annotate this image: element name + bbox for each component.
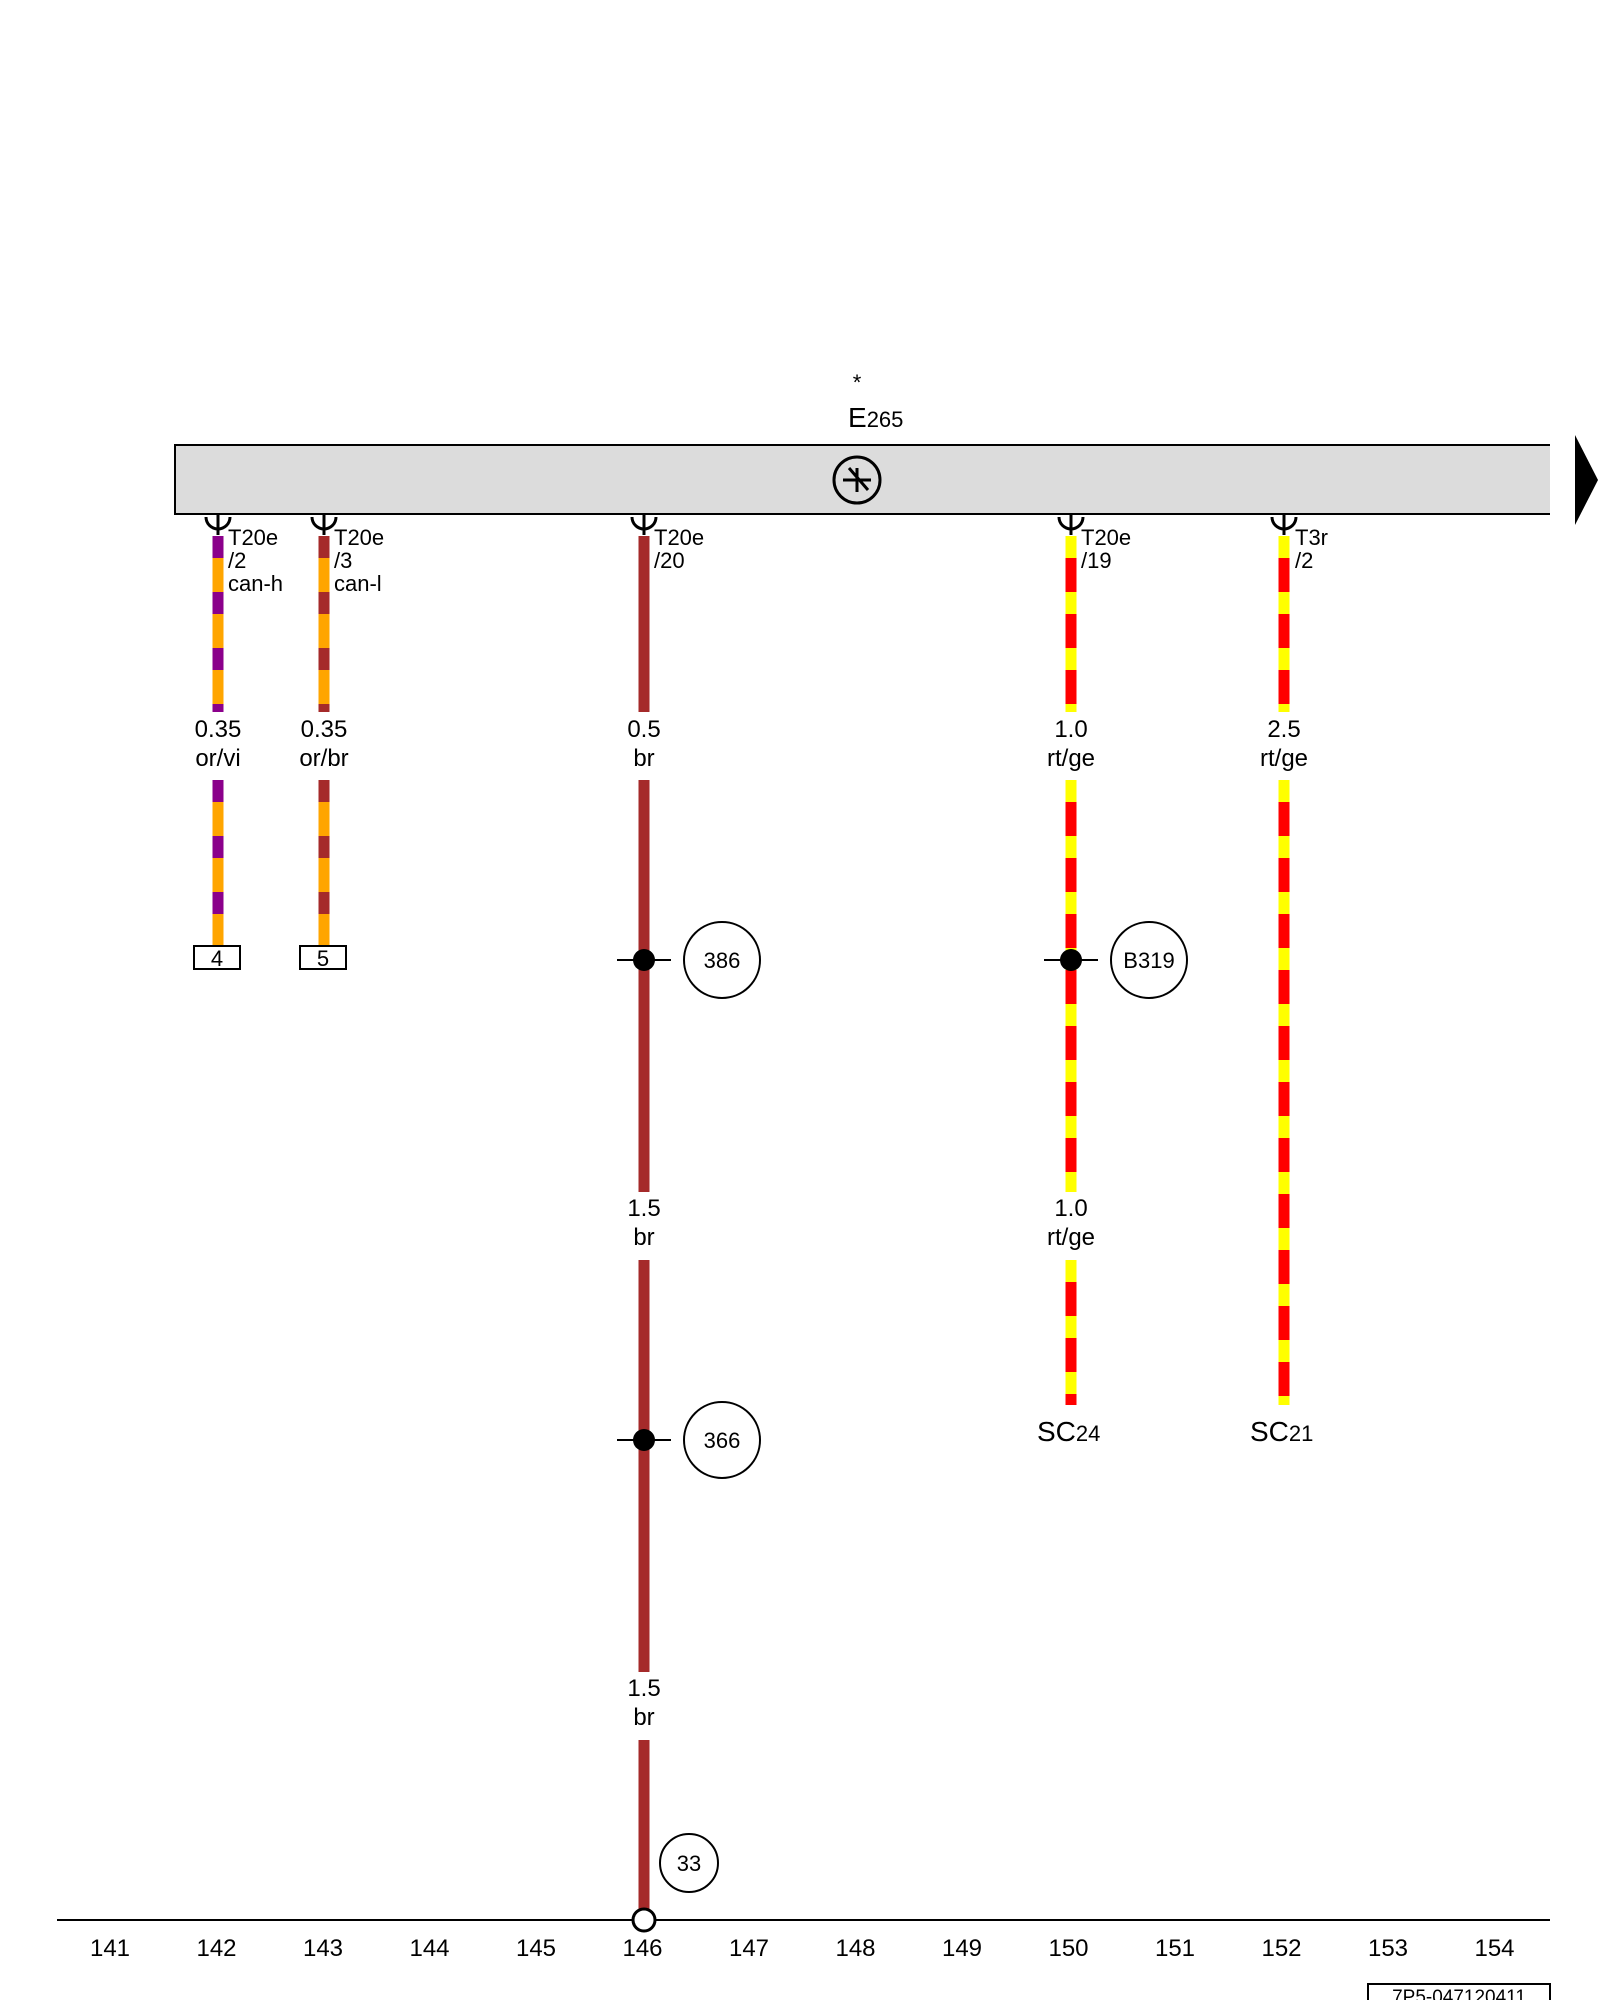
terminal-box[interactable]: [299, 945, 347, 970]
junction-number: 386: [704, 948, 741, 973]
wire-size: 2.5: [1267, 716, 1300, 743]
pin-label: /3: [334, 548, 352, 573]
wire-color: br: [633, 1224, 654, 1251]
wire-4[interactable]: T20e /19 1.0 rt/ge 1.0 rt/ge B319 SC24: [1037, 525, 1188, 1447]
terminal-number: 5: [317, 946, 329, 971]
wire-color: rt/ge: [1260, 745, 1308, 772]
wires-layer: [204, 515, 1298, 1910]
wire-color: rt/ge: [1047, 745, 1095, 772]
grid-number: 143: [303, 1935, 343, 1962]
sc-prefix: SC: [1250, 1416, 1289, 1447]
grid-number: 154: [1474, 1935, 1514, 1962]
wire-size: 0.35: [301, 716, 348, 743]
junction-circle[interactable]: [683, 921, 761, 999]
ground-circle[interactable]: [659, 1833, 719, 1893]
grid-number: 142: [196, 1935, 236, 1962]
wire-color: br: [633, 745, 654, 772]
connector-label: T20e: [654, 525, 704, 550]
connector-label: T20e: [1081, 525, 1131, 550]
sc-number: 21: [1289, 1421, 1313, 1446]
connector-label: T20e: [228, 525, 278, 550]
sc-label: SC24: [1037, 1416, 1100, 1447]
sc-label: SC21: [1250, 1416, 1313, 1447]
signal-label: can-h: [228, 571, 283, 596]
wire-color: or/br: [299, 745, 348, 772]
component-label: E265: [848, 402, 903, 433]
wire-size: 0.35: [195, 716, 242, 743]
grid-number: 150: [1048, 1935, 1088, 1962]
grid-number: 153: [1368, 1935, 1408, 1962]
grid-number: 149: [942, 1935, 982, 1962]
grid-number: 147: [729, 1935, 769, 1962]
sc-prefix: SC: [1037, 1416, 1076, 1447]
heater-fan-icon: [832, 455, 882, 505]
pin-label: /2: [228, 548, 246, 573]
junction-dot[interactable]: [633, 1429, 655, 1451]
grid-number: 151: [1155, 1935, 1195, 1962]
grid-numbers: 141 142 143 144 145 146 147 148 149 150 151 152 153 1…: [90, 1935, 1515, 1962]
junction-number: 366: [704, 1428, 741, 1453]
wire-size: 1.0: [1054, 716, 1087, 743]
grid-number: 146: [622, 1935, 662, 1962]
wire-size: 1.5: [627, 1195, 660, 1222]
junction-dot[interactable]: [633, 949, 655, 971]
terminal-number: 4: [211, 946, 223, 971]
component-name: E: [848, 402, 867, 433]
continuation-arrow-icon[interactable]: [1575, 435, 1598, 525]
component-asterisk: *: [853, 370, 862, 395]
ground-number: 33: [677, 1851, 701, 1876]
component-number: 265: [867, 407, 904, 432]
wire-1[interactable]: T20e /2 can-h 0.35 or/vi 4: [193, 525, 283, 971]
junction-number: B319: [1123, 948, 1174, 973]
wire-2[interactable]: T20e /3 can-l 0.35 or/br 5: [299, 525, 384, 971]
pin-label: /20: [654, 548, 685, 573]
wire-color: or/vi: [195, 745, 240, 772]
wire-5[interactable]: T3r /2 2.5 rt/ge SC21: [1250, 525, 1328, 1447]
wire-3[interactable]: T20e /20 0.5 br 1.5 br 1.5 br 386 366 33: [627, 525, 761, 1893]
junction-circle[interactable]: [683, 1401, 761, 1479]
pin-label: /19: [1081, 548, 1112, 573]
pin-label: /2: [1295, 548, 1313, 573]
grid-number: 145: [516, 1935, 556, 1962]
sc-number: 24: [1076, 1421, 1100, 1446]
signal-label: can-l: [334, 571, 382, 596]
terminal-box[interactable]: [193, 945, 241, 970]
wire-color: br: [633, 1704, 654, 1731]
connector-label: T3r: [1295, 525, 1328, 550]
footer-code-box: 7P5-047120411: [1367, 1983, 1551, 2000]
junction-circle[interactable]: [1110, 921, 1188, 999]
connector-label: T20e: [334, 525, 384, 550]
ground-point[interactable]: [631, 1907, 657, 1933]
grid-number: 141: [90, 1935, 130, 1962]
grid-number: 144: [409, 1935, 449, 1962]
grid-number: 152: [1261, 1935, 1301, 1962]
wire-size: 1.0: [1054, 1195, 1087, 1222]
footer-code: 7P5-047120411: [1392, 1987, 1526, 2000]
wire-size: 0.5: [627, 716, 660, 743]
wire-size: 1.5: [627, 1675, 660, 1702]
wire-color: rt/ge: [1047, 1224, 1095, 1251]
junction-dot[interactable]: [1060, 949, 1082, 971]
grid-number: 148: [835, 1935, 875, 1962]
